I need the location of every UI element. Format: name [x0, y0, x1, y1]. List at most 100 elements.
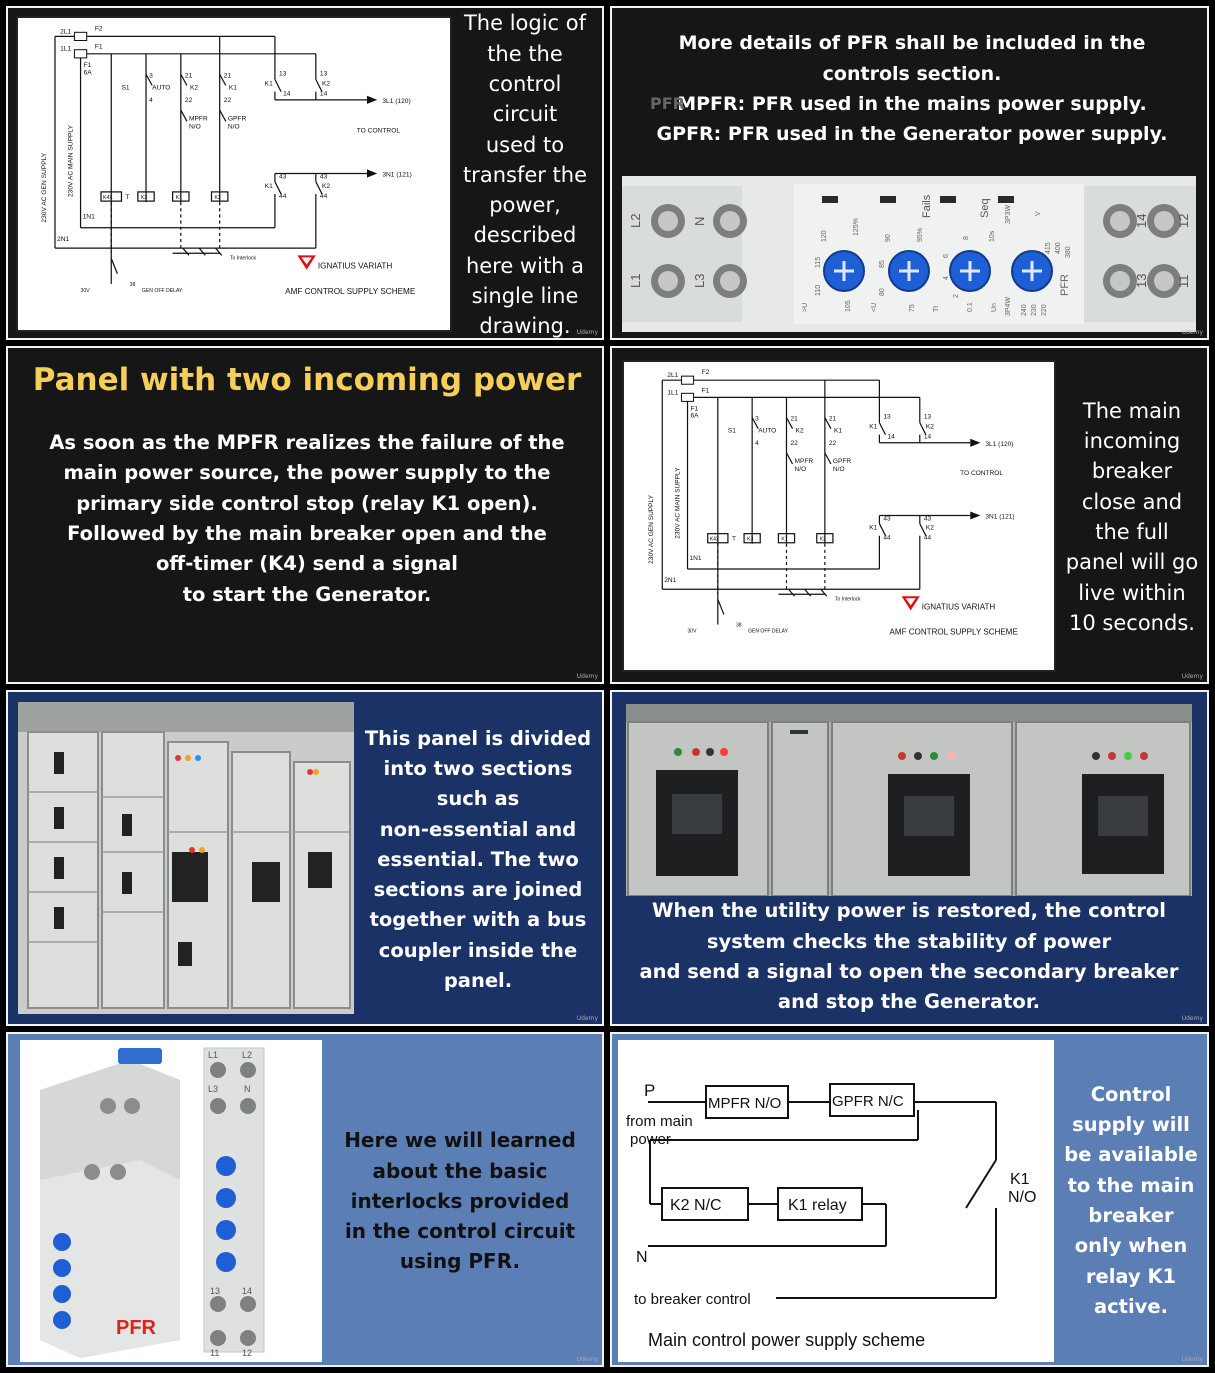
relay-m13: 8 [963, 236, 970, 240]
sch-21a: 21 [185, 72, 193, 79]
sch2-t: T [732, 536, 736, 543]
relay-m27: 230 [1031, 304, 1038, 316]
sch2-k1a: K1 [834, 428, 842, 435]
sch-gendelay: GEN OFF DELAY [142, 288, 183, 294]
sch2-auto: AUTO [758, 428, 776, 435]
diag-from-main: from main [626, 1113, 693, 1130]
sch2-gpfr: GPFR [833, 458, 851, 465]
prod-l1: L1 [208, 1050, 218, 1060]
relay-m28: 220 [1041, 304, 1048, 316]
diag-power: power [630, 1131, 671, 1148]
sch-gpfr: GPFR [228, 115, 247, 122]
diag-k1relay: K1 relay [788, 1197, 847, 1214]
relay-m16: 2 [953, 294, 960, 298]
sch2-43a: 43 [883, 516, 891, 523]
sch2-k2b: K2 [926, 424, 934, 431]
sch-k1r: K1 [176, 195, 182, 201]
watermark: Udemy [1181, 673, 1203, 680]
sch-k2c: K2 [322, 183, 330, 190]
prod-12: 12 [242, 1348, 252, 1358]
sch2-14b: 14 [924, 434, 932, 441]
sch-k1a: K1 [229, 85, 237, 92]
panel1-caption: The logic of the the control circuit use… [462, 11, 588, 339]
sch-f2: F2 [95, 25, 103, 32]
sch-f1: F1 [95, 44, 103, 51]
sch-22b: 22 [224, 97, 232, 104]
relay-m25: 380 [1065, 246, 1072, 258]
sch-f1b: F1 [84, 62, 92, 69]
prod-l3: L3 [208, 1084, 218, 1094]
sch2-k2r: K2 [820, 537, 826, 543]
sch2-3: 3 [755, 416, 759, 423]
panel3-heading: Panel with two incoming power [32, 362, 582, 398]
sch-no2: N/O [228, 123, 240, 130]
sch2-gendelay: GEN OFF DELAY [748, 629, 789, 635]
relay-m10: 75 [909, 304, 916, 312]
prod-n: N [244, 1084, 251, 1094]
relay-m6: <U [871, 303, 878, 312]
panel-basic-interlocks: L1 L2 L3 N 13 14 11 12 PFR Here we will … [6, 1032, 604, 1367]
sch-no1: N/O [189, 123, 201, 130]
panel5-caption: This panel is divided into two sections … [364, 726, 592, 993]
sch2-s1: S1 [728, 428, 736, 435]
watermark: Udemy [1181, 1356, 1203, 1363]
panel-two-incoming: Panel with two incoming power As soon as… [6, 346, 604, 684]
pfr-product-photo: L1 L2 L3 N 13 14 11 12 PFR [20, 1040, 322, 1362]
pfr-relay-photo: L2 N L1 L3 14 12 13 11 Fails Seq 125% 12… [622, 176, 1196, 332]
relay-term-l1: L1 [628, 274, 643, 288]
relay-m8: 85 [879, 260, 886, 268]
sch2-k1b: K1 [869, 424, 877, 431]
relay-m18: 10s [989, 230, 996, 242]
sch2-no1: N/O [795, 466, 807, 473]
sch2-38: 38 [736, 623, 742, 629]
relay-m7: 90 [885, 234, 892, 242]
prod-11: 11 [210, 1348, 219, 1358]
sch-k2r: K2 [215, 195, 221, 201]
sch2-f2: F2 [702, 369, 710, 376]
sch2-3l1: 3L1 (120) [985, 441, 1013, 448]
sch-22a: 22 [185, 97, 193, 104]
watermark: Udemy [1181, 329, 1203, 336]
breaker-panel-svg [626, 704, 1192, 896]
relay-m24: 400 [1055, 242, 1062, 254]
diag-title: Main control power supply scheme [648, 1330, 925, 1350]
sch-main-supply: 230V AC MAIN SUPPLY [67, 124, 74, 197]
sch-43b: 43 [320, 174, 328, 181]
sch-s1: S1 [121, 85, 129, 92]
sch2-k2a: K2 [796, 428, 804, 435]
panel6-caption: When the utility power is restored, the … [639, 899, 1179, 1014]
relay-term-11: 11 [1176, 275, 1191, 289]
panel-pfr-details: More details of PFR shall be included in… [610, 6, 1209, 340]
sch2-21a: 21 [791, 416, 799, 423]
sch2-13b: 13 [924, 414, 932, 421]
prod-14: 14 [242, 1286, 252, 1296]
sch2-interlock: To Interlock [835, 596, 861, 602]
sch2-21b: 21 [829, 416, 837, 423]
schematic-diagram-2: F2 2L1 1L1 F1 F1 6A S1 AUTO 3 4 21 K2 22… [622, 360, 1056, 672]
panel-main-breaker: F2 2L1 1L1 F1 F1 6A S1 AUTO 3 4 21 K2 22… [610, 346, 1209, 684]
sch2-scheme: AMF CONTROL SUPPLY SCHEME [889, 628, 1018, 637]
schematic-svg: F2 2L1 1L1 F1 F1 6A S1 AUTO 3 4 21 K2 22… [41, 25, 416, 296]
sch-14b: 14 [320, 91, 328, 98]
relay-m20: 3P3W [1005, 205, 1012, 224]
relay-term-13: 13 [1134, 274, 1149, 288]
switchboard-svg [18, 702, 354, 1014]
relay-m12: Tt [933, 306, 940, 312]
relay-m14: 6 [943, 254, 950, 258]
sch2-f1: F1 [702, 387, 710, 394]
sch2-1l1: 1L1 [667, 389, 678, 396]
panel2-text: More details of PFR shall be included in… [656, 32, 1168, 146]
sch-44a: 44 [279, 193, 287, 200]
sch-2n1: 2N1 [57, 236, 69, 243]
sch-gen-supply: 230V AC GEN SUPPLY [41, 152, 48, 222]
sch2-3n1: 3N1 (121) [985, 514, 1014, 521]
relay-m9: 80 [879, 288, 886, 296]
sch2-6a: 6A [691, 413, 700, 420]
panel8-caption: Control supply will be available to the … [1064, 1082, 1198, 1318]
sch-2l1: 2L1 [60, 28, 71, 35]
sch2-k4x: K4X [710, 537, 720, 543]
sch2-2l1: 2L1 [667, 372, 678, 379]
sch-scheme: AMF CONTROL SUPPLY SCHEME [285, 287, 416, 296]
panel-utility-restored: When the utility power is restored, the … [610, 690, 1209, 1026]
sch-13a: 13 [279, 70, 287, 77]
